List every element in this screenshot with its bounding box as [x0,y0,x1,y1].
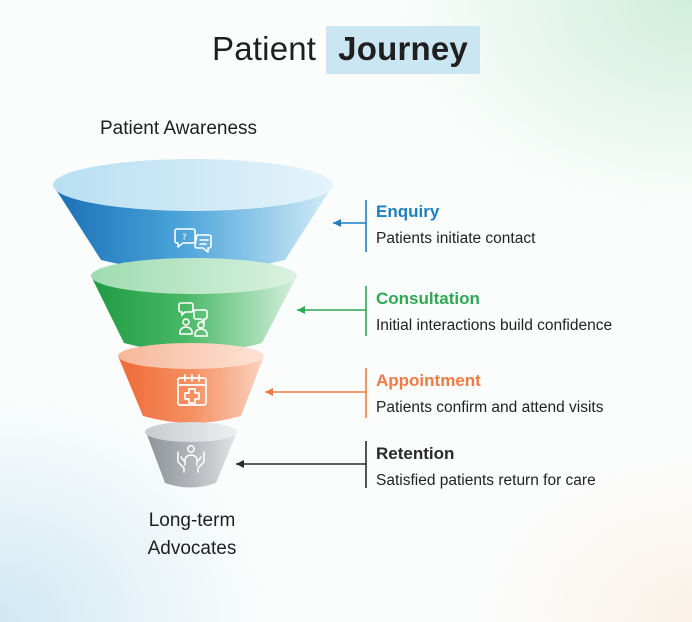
retention-connector [236,441,367,488]
calendar-medical-icon [177,374,207,406]
stage-consultation: Consultation Initial interactions build … [376,289,612,335]
stage-description: Patients confirm and attend visits [376,399,604,416]
funnel-segment-enquiry [53,159,333,272]
title-prefix: Patient [212,30,317,67]
bottom-label-line-1: Long-term [148,510,236,531]
funnel-bottom-label: Long-term Advocates [112,507,272,563]
hands-care-icon [177,445,205,473]
chat-question-icon: ? [174,228,212,253]
consultation-connector [297,286,367,336]
people-talking-icon [178,302,208,337]
funnel-segment-retention [145,422,237,488]
stage-description: Initial interactions build confidence [376,317,613,334]
stage-title: Appointment [376,371,481,390]
funnel-segment-appointment [118,343,264,423]
bottom-label-line-2: Advocates [147,538,237,559]
appointment-connector [265,368,367,418]
stage-retention: Retention Satisfied patients return for … [376,444,596,490]
funnel-top-label: Patient Awareness [100,118,258,139]
svg-text:?: ? [182,233,187,243]
stage-description: Satisfied patients return for care [376,472,596,489]
stage-title: Consultation [376,289,480,308]
stage-description: Patients initiate contact [376,230,536,247]
enquiry-connector [333,200,367,252]
stage-title: Retention [376,444,455,463]
stage-appointment: Appointment Patients confirm and attend … [376,371,603,417]
funnel-segment-consultation [91,258,297,353]
stage-title: Enquiry [376,202,440,221]
stage-enquiry: Enquiry Patients initiate contact [376,202,535,248]
title-highlight: Journey [326,26,480,74]
